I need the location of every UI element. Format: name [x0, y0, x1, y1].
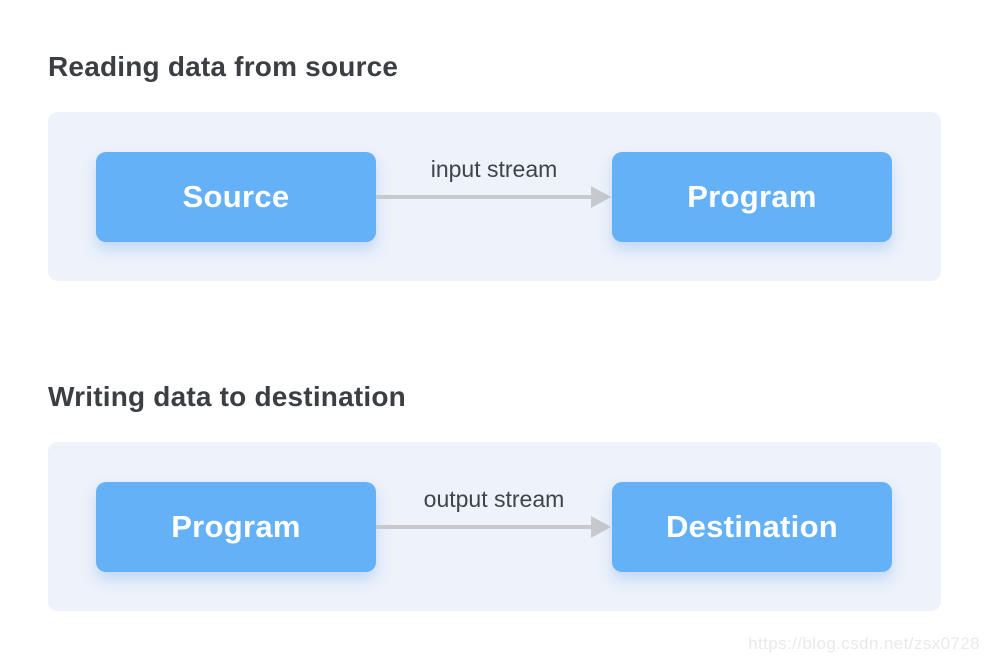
flow-arrow: output stream	[376, 442, 612, 611]
flow-arrow: input stream	[376, 112, 612, 281]
destination-node: Destination	[612, 482, 892, 572]
arrowhead-icon	[591, 516, 611, 538]
source-node: Source	[96, 152, 376, 242]
program-node: Program	[612, 152, 892, 242]
section-title: Reading data from source	[48, 51, 399, 82]
diagram-panel: Source input stream Program	[48, 112, 941, 281]
arrow-label: output stream	[423, 486, 565, 512]
node-label: Source	[182, 179, 290, 214]
section-title: Writing data to destination	[48, 381, 406, 412]
diagram-section-reading: Reading data from source Source input st…	[48, 48, 941, 281]
arrow-line	[376, 195, 594, 199]
watermark-url: https://blog.csdn.net/zsx0728	[748, 634, 980, 653]
diagram-panel: Program output stream Destination	[48, 442, 941, 611]
node-label: Program	[171, 509, 301, 544]
arrow-label: input stream	[430, 156, 558, 182]
node-label: Destination	[665, 509, 839, 544]
program-node: Program	[96, 482, 376, 572]
node-label: Program	[687, 179, 817, 214]
diagram-section-writing: Writing data to destination Program outp…	[48, 378, 941, 611]
arrow-line	[376, 525, 594, 529]
arrowhead-icon	[591, 186, 611, 208]
